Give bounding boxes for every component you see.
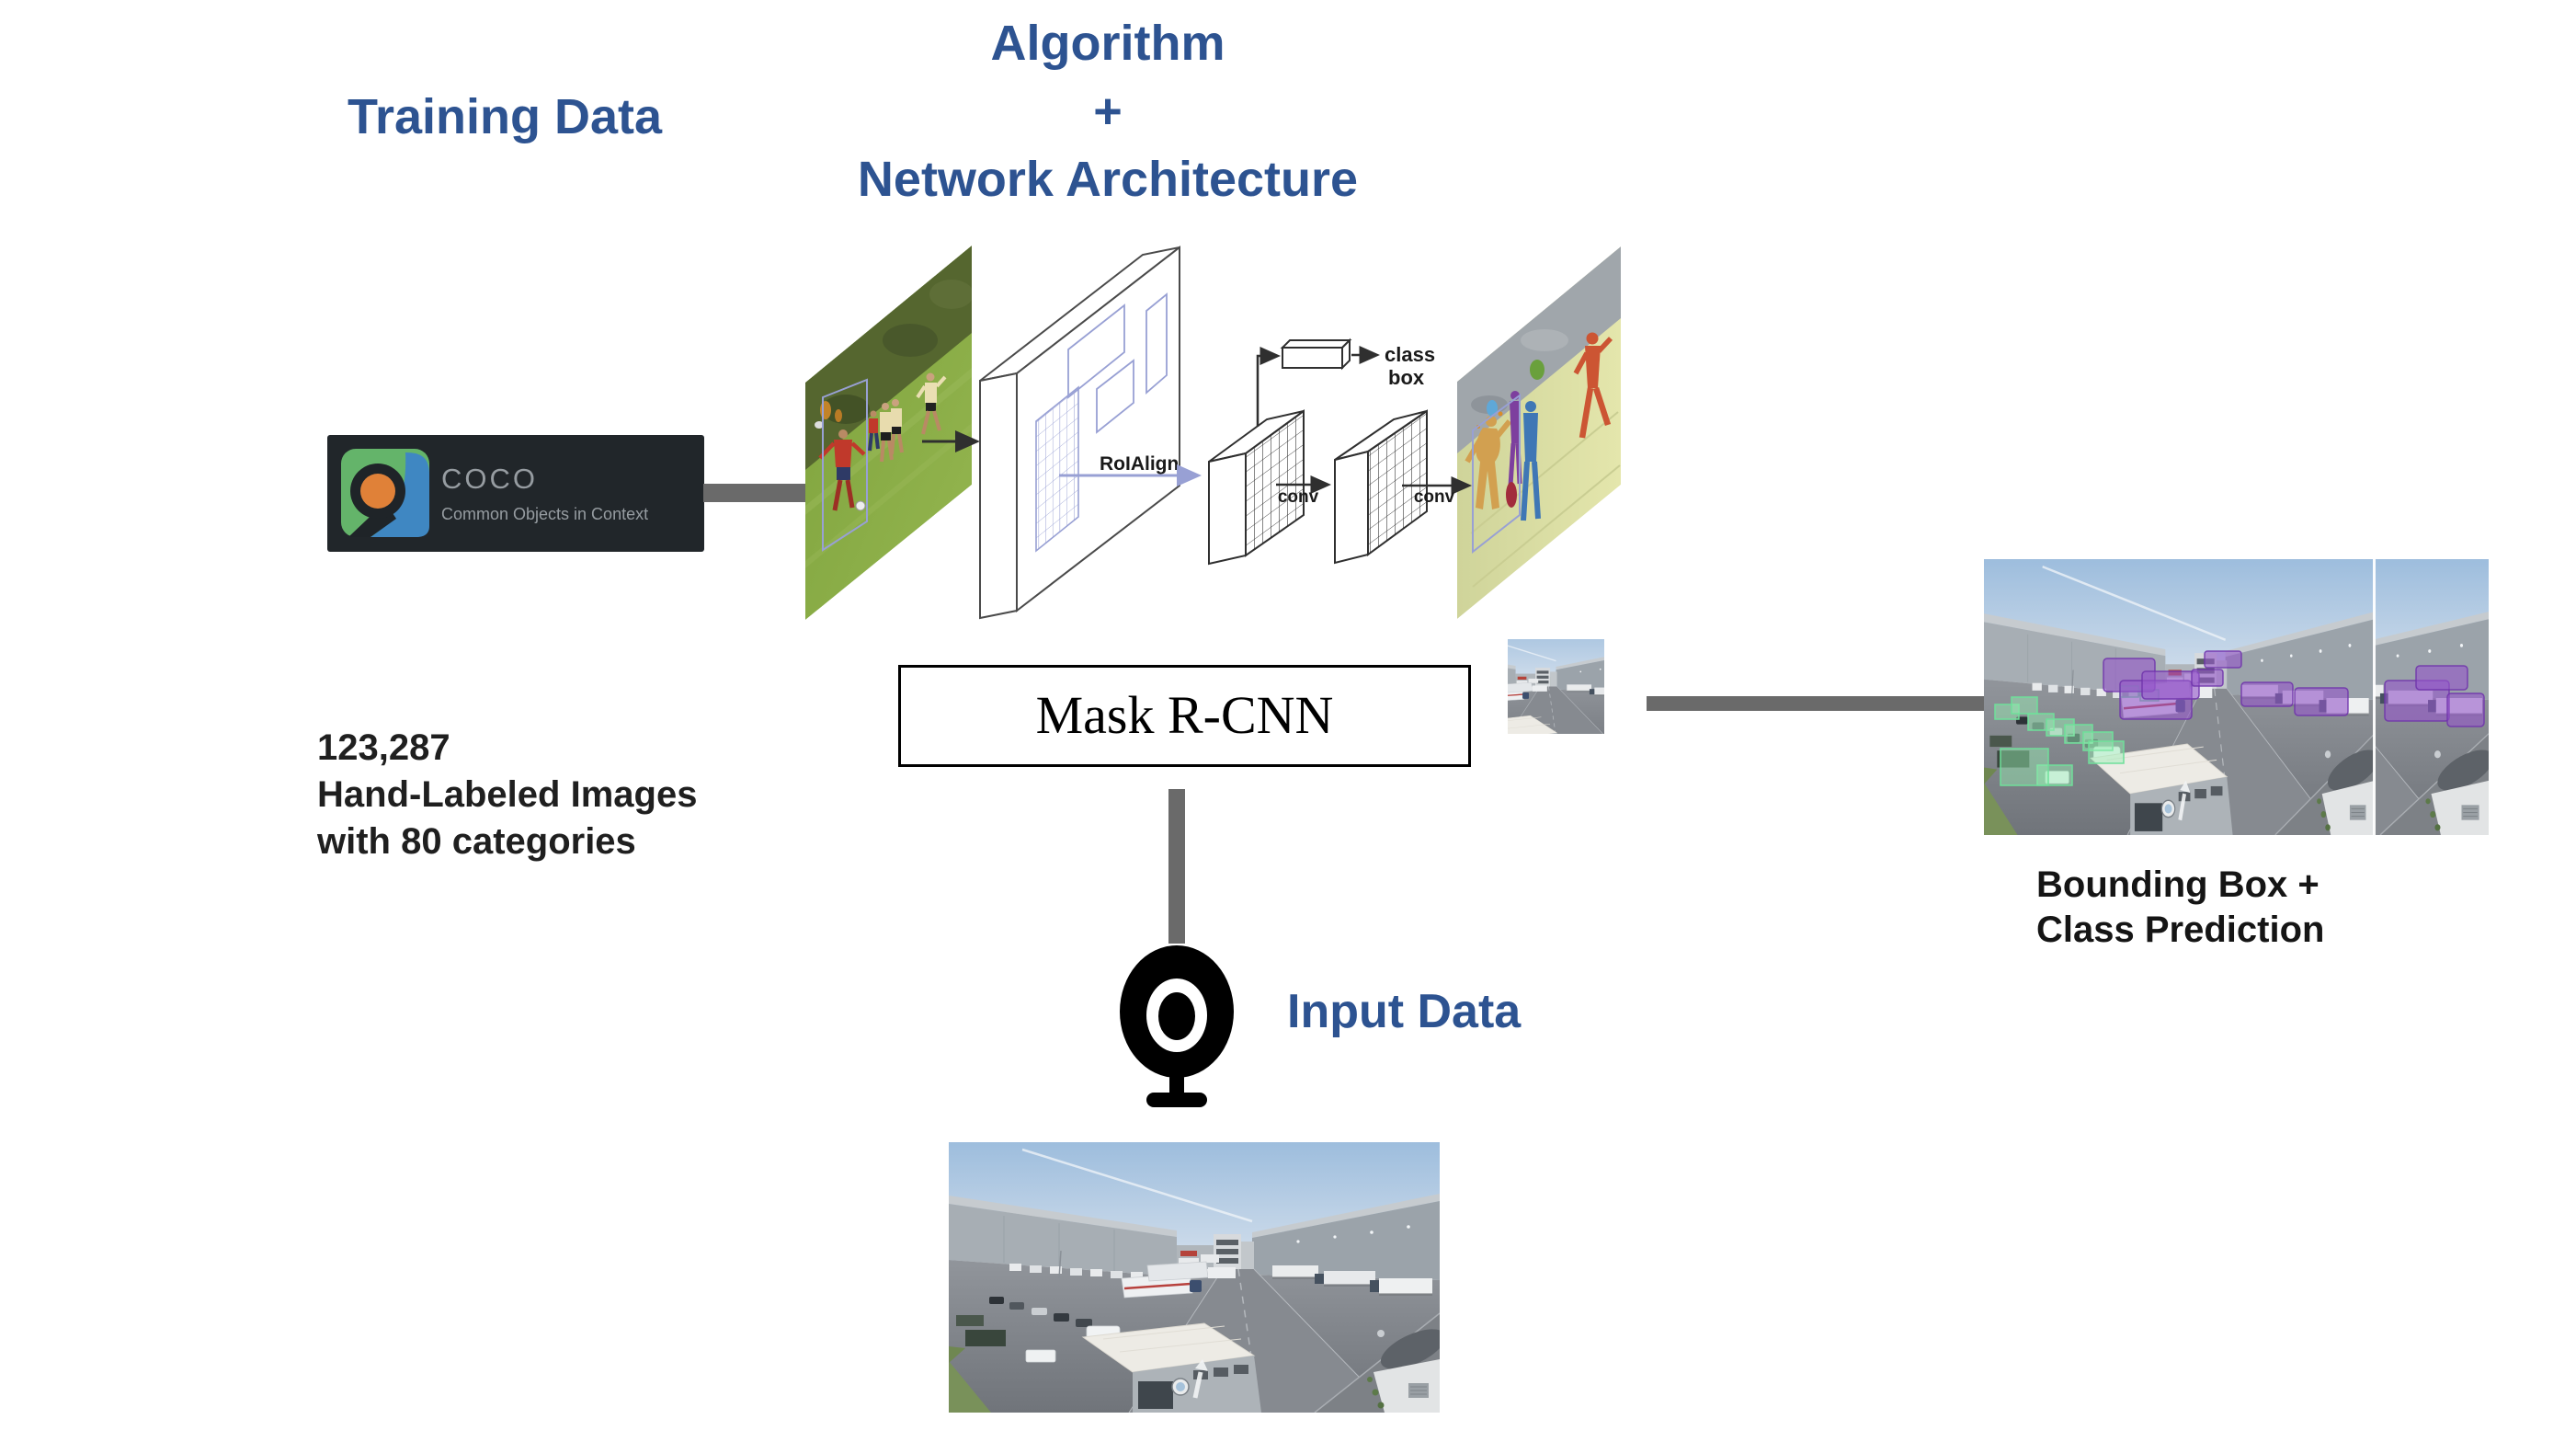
training-data-title: Training Data: [348, 89, 663, 144]
coco-logo-subtitle: Common Objects in Context: [441, 505, 649, 523]
arrow-to-classbox-head: [1256, 347, 1281, 427]
connector-coco-to-architecture: [703, 484, 807, 502]
mask-person-green: [1530, 360, 1544, 380]
roialign-label: RoIAlign: [1100, 453, 1179, 475]
conv-label-2: conv: [1414, 487, 1455, 507]
roi-box-output: [1472, 394, 1521, 555]
prediction-output-image: [1984, 559, 2489, 835]
detection-masks-purple: [2103, 650, 2485, 727]
box-label: box: [1388, 366, 1425, 389]
algorithm-title-plus: +: [1093, 84, 1123, 139]
mask-person-blue: [1521, 401, 1541, 521]
roi-proposals: [1067, 292, 1168, 434]
prediction-caption-line2: Class Prediction: [2036, 910, 2325, 950]
algorithm-title-line2: Network Architecture: [857, 152, 1359, 207]
input-frame-thumbnail: [1508, 639, 1604, 734]
coco-logo-title: COCO: [441, 463, 538, 495]
input-warehouse-image: [949, 1142, 1440, 1413]
algorithm-title-line1: Algorithm: [990, 16, 1225, 71]
stats-count: 123,287: [317, 727, 450, 768]
stats-line3: with 80 categories: [317, 821, 636, 862]
roi-box-input: [822, 378, 868, 552]
webcam-icon: [1120, 945, 1234, 1107]
player-yellow-runner: [916, 372, 947, 435]
mask-rcnn-architecture-figure: RoIAlign class box: [805, 245, 1621, 620]
connector-model-to-prediction: [1647, 696, 1986, 711]
conv-block-2: [1334, 409, 1428, 565]
training-stats: 123,287 Hand-Labeled Images with 80 cate…: [317, 725, 697, 865]
stats-line2: Hand-Labeled Images: [317, 774, 698, 815]
input-data-title: Input Data: [1287, 985, 1522, 1038]
roialign-grid: [1035, 385, 1079, 553]
coco-logo-icon: [341, 449, 429, 537]
prediction-caption-line1: Bounding Box +: [2036, 864, 2320, 905]
segmentation-output-image: [1457, 246, 1621, 619]
algorithm-title: Algorithm + Network Architecture: [826, 9, 1389, 213]
classbox-head: [1280, 338, 1352, 371]
mask-person-orange: [1573, 332, 1613, 439]
connector-model-to-webcam: [1168, 789, 1185, 944]
model-name-box: Mask R-CNN: [898, 665, 1471, 767]
conv-block-1: [1208, 409, 1305, 566]
player-red-back: [868, 410, 880, 452]
model-name-label: Mask R-CNN: [1035, 685, 1334, 745]
sample-training-image: [805, 246, 972, 620]
prediction-caption: Bounding Box + Class Prediction: [2036, 863, 2324, 953]
mask-person-lightblue: [1487, 400, 1498, 417]
player-yellow-2: [890, 399, 904, 455]
panorama-seam-line: [2373, 559, 2376, 835]
mask-person-crimson: [1506, 482, 1517, 508]
class-label: class: [1385, 343, 1435, 366]
conv-label-1: conv: [1278, 487, 1319, 507]
feature-map-slab: [979, 245, 1180, 620]
coco-dataset-logo: COCO Common Objects in Context: [327, 435, 704, 552]
